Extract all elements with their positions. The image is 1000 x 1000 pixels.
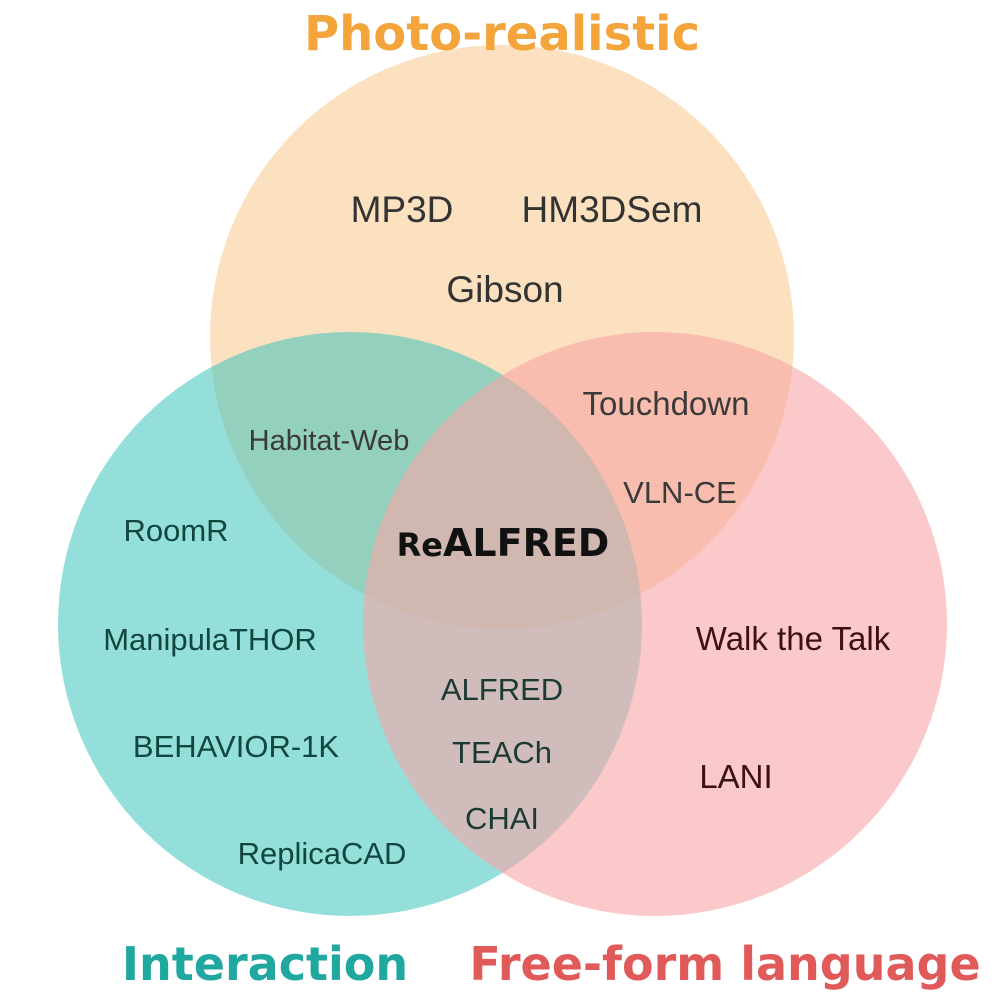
- label-vln-ce: VLN-CE: [623, 475, 737, 510]
- label-realfred-prefix: Re: [397, 526, 443, 564]
- label-lani: LANI: [699, 758, 772, 795]
- label-realfred-rest: ALFRED: [443, 521, 609, 565]
- label-walk-the-talk: Walk the Talk: [696, 620, 891, 657]
- interaction-title: Interaction: [122, 937, 408, 991]
- label-hm3dsem: HM3DSem: [522, 189, 703, 230]
- label-teach: TEACh: [452, 735, 552, 770]
- label-manipulathor: ManipulaTHOR: [103, 622, 317, 657]
- free-form-language-circle: [363, 332, 947, 916]
- label-roomr: RoomR: [123, 513, 228, 548]
- label-realfred: ReALFRED: [397, 521, 610, 565]
- label-gibson: Gibson: [446, 269, 563, 310]
- label-behavior-1k: BEHAVIOR-1K: [133, 729, 339, 764]
- label-touchdown: Touchdown: [583, 385, 750, 422]
- photo-realistic-title: Photo-realistic: [304, 6, 700, 62]
- label-habitat-web: Habitat-Web: [249, 425, 410, 457]
- label-chai: CHAI: [465, 801, 539, 836]
- free-form-language-title: Free-form language: [469, 937, 980, 991]
- label-alfred: ALFRED: [441, 672, 563, 707]
- label-replicacad: ReplicaCAD: [238, 836, 407, 871]
- label-mp3d: MP3D: [351, 189, 454, 230]
